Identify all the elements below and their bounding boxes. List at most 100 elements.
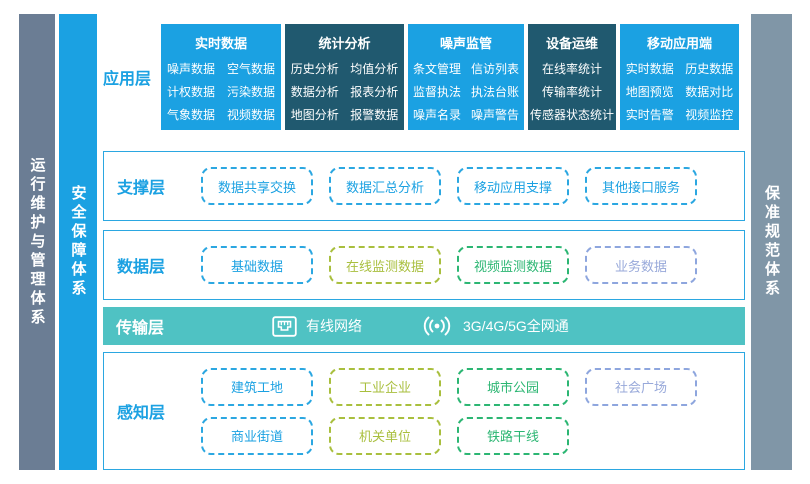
application-layer: 应用层 实时数据 噪声数据 空气数据 计权数据 污染数据 气象数据 视频数据 统… (103, 24, 745, 130)
chip-label: 机关单位 (358, 429, 411, 444)
chip-railway-trunk-line: 铁路干线 (457, 416, 569, 455)
app-column-items: 噪声数据 空气数据 计权数据 污染数据 气象数据 视频数据 (161, 60, 281, 130)
app-item: 地图预览 (625, 85, 674, 99)
chip-other-interface-services: 其他接口服务 (585, 167, 697, 205)
chip-government-unit: 机关单位 (329, 416, 441, 455)
chip-label: 铁路干线 (486, 429, 539, 444)
app-item: 地图分析 (290, 108, 339, 122)
support-layer-label: 支撑层 (117, 180, 166, 197)
support-layer: 支撑层 数据共享交换 数据汇总分析 移动应用支撑 其他接口服务 (103, 151, 745, 221)
chip-construction-site: 建筑工地 (201, 367, 313, 406)
sidebar-standards-specification-system: 保准规范体系 (751, 14, 792, 470)
chip-video-monitoring-data: 视频监测数据 (457, 246, 569, 284)
chip-label: 业务数据 (614, 258, 667, 274)
sidebar-standards-specification-label: 保准规范体系 (763, 185, 780, 299)
chip-commercial-street: 商业街道 (201, 416, 313, 455)
app-item: 气象数据 (166, 108, 215, 122)
ethernet-port-icon (272, 315, 297, 337)
app-item: 历史数据 (685, 62, 734, 76)
chip-label: 数据汇总分析 (345, 179, 424, 195)
perception-chips-row-2: 商业街道 机关单位 铁路干线 (201, 416, 697, 455)
chip-mobile-app-support: 移动应用支撑 (457, 167, 569, 205)
app-column-items: 历史分析 均值分析 数据分析 报表分析 地图分析 报警数据 (285, 60, 404, 130)
chip-label: 工业企业 (358, 380, 411, 395)
app-item: 历史分析 (290, 62, 339, 76)
chip-label: 移动应用支撑 (473, 179, 552, 195)
app-item: 数据对比 (685, 85, 734, 99)
support-chips: 数据共享交换 数据汇总分析 移动应用支撑 其他接口服务 (201, 167, 697, 205)
chip-label: 数据共享交换 (217, 179, 296, 195)
app-column-statistical-analysis: 统计分析 历史分析 均值分析 数据分析 报表分析 地图分析 报警数据 (285, 24, 404, 130)
sidebar-security-assurance-system: 安全保障体系 (59, 14, 97, 470)
chip-online-monitoring-data: 在线监测数据 (329, 246, 441, 284)
app-column-items: 实时数据 历史数据 地图预览 数据对比 实时告警 视频监控 (620, 60, 739, 130)
perception-chips-row-1: 建筑工地 工业企业 城市公园 社会广场 (201, 367, 697, 406)
app-item: 视频数据 (226, 108, 275, 122)
application-columns: 实时数据 噪声数据 空气数据 计权数据 污染数据 气象数据 视频数据 统计分析 … (161, 24, 739, 130)
chip-label: 城市公园 (486, 380, 539, 395)
chip-label: 基础数据 (230, 258, 283, 274)
transport-layer: 传输层 有线网络 (103, 307, 745, 345)
chip-data-summary-analysis: 数据汇总分析 (329, 167, 441, 205)
app-item: 传感器状态统计 (529, 108, 614, 122)
app-item: 污染数据 (226, 85, 275, 99)
perception-chip-rows: 建筑工地 工业企业 城市公园 社会广场 商业街道 机关单位 (201, 367, 697, 455)
app-column-title: 实时数据 (194, 36, 247, 51)
sidebar-operation-maintenance-system: 运行维护与管理体系 (19, 14, 55, 470)
app-item: 均值分析 (350, 62, 399, 76)
app-column-title: 噪声监管 (439, 36, 492, 51)
chip-city-park: 城市公园 (457, 367, 569, 406)
app-item: 实时数据 (625, 62, 674, 76)
chip-industrial-enterprise: 工业企业 (329, 367, 441, 406)
app-column-noise-supervision: 噪声监管 条文管理 信访列表 监督执法 执法台账 噪声名录 噪声警告 (408, 24, 524, 130)
app-item: 报警数据 (350, 108, 399, 122)
wired-network-group: 有线网络 (272, 315, 362, 337)
perception-layer: 感知层 建筑工地 工业企业 城市公园 社会广场 商业街道 (103, 352, 745, 470)
chip-data-share-exchange: 数据共享交换 (201, 167, 313, 205)
wired-network-label: 有线网络 (306, 318, 362, 334)
signal-waves-icon (420, 315, 454, 337)
data-layer-label: 数据层 (117, 259, 166, 276)
app-item: 视频监控 (685, 108, 734, 122)
sidebar-operation-maintenance-label: 运行维护与管理体系 (28, 156, 46, 328)
wireless-network-group: 3G/4G/5G全网通 (420, 315, 569, 337)
app-item: 报表分析 (350, 85, 399, 99)
data-layer: 数据层 基础数据 在线监测数据 视频监测数据 业务数据 (103, 230, 745, 300)
app-item: 实时告警 (625, 108, 674, 122)
data-layer-chips: 基础数据 在线监测数据 视频监测数据 业务数据 (201, 246, 697, 284)
chip-basic-data: 基础数据 (201, 246, 313, 284)
wireless-network-label: 3G/4G/5G全网通 (463, 318, 569, 334)
app-column-items: 条文管理 信访列表 监督执法 执法台账 噪声名录 噪声警告 (408, 60, 524, 130)
app-item: 传输率统计 (541, 85, 602, 99)
app-item: 计权数据 (166, 85, 215, 99)
app-item: 噪声数据 (166, 62, 215, 76)
app-item: 条文管理 (412, 62, 461, 76)
sidebar-security-assurance-label: 安全保障体系 (69, 185, 87, 299)
app-column-items: 在线率统计 传输率统计 传感器状态统计 (528, 60, 616, 130)
app-column-title: 统计分析 (318, 36, 371, 51)
app-item: 空气数据 (226, 62, 275, 76)
chip-label: 其他接口服务 (601, 179, 680, 195)
app-column-mobile-application: 移动应用端 实时数据 历史数据 地图预览 数据对比 实时告警 视频监控 (620, 24, 739, 130)
app-column-realtime-data: 实时数据 噪声数据 空气数据 计权数据 污染数据 气象数据 视频数据 (161, 24, 281, 130)
perception-layer-label: 感知层 (117, 405, 166, 422)
app-item: 执法台账 (470, 85, 519, 99)
app-item: 在线率统计 (541, 62, 602, 76)
application-layer-label: 应用层 (103, 71, 152, 88)
app-item: 监督执法 (412, 85, 461, 99)
app-item: 噪声名录 (412, 108, 461, 122)
app-item: 噪声警告 (470, 108, 519, 122)
chip-label: 建筑工地 (230, 380, 283, 395)
chip-label: 社会广场 (614, 380, 667, 395)
app-column-title: 移动应用端 (646, 36, 712, 51)
transport-layer-label: 传输层 (116, 320, 165, 337)
chip-label: 在线监测数据 (345, 258, 424, 274)
app-column-title: 设备运维 (545, 36, 598, 51)
app-item: 信访列表 (470, 62, 519, 76)
app-item: 数据分析 (290, 85, 339, 99)
chip-label: 商业街道 (230, 429, 283, 444)
app-column-device-operations: 设备运维 在线率统计 传输率统计 传感器状态统计 (528, 24, 616, 130)
chip-business-data: 业务数据 (585, 246, 697, 284)
chip-public-square: 社会广场 (585, 367, 697, 406)
